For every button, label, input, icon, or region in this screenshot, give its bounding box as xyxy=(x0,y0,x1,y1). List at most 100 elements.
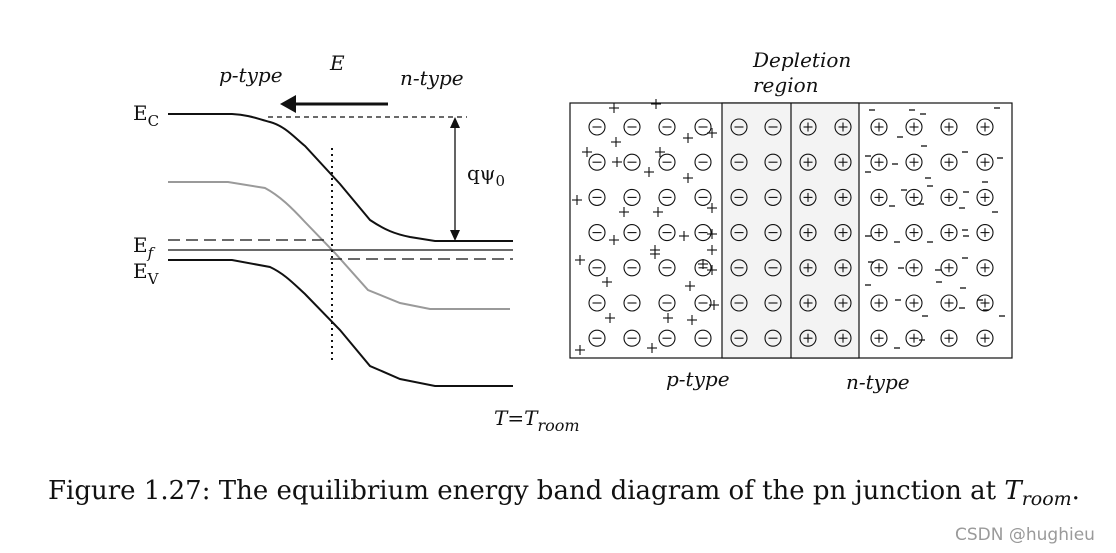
caption-variable: T xyxy=(1004,476,1023,506)
acceptor-ion xyxy=(694,224,712,242)
donor-ion xyxy=(940,329,958,347)
acceptor-ion xyxy=(730,259,748,277)
acceptor-ion xyxy=(730,118,748,136)
hole-carrier xyxy=(709,300,719,310)
donor-ion xyxy=(870,224,888,242)
donor-ion xyxy=(905,329,923,347)
carrier-group xyxy=(572,99,1005,355)
band-diagram: p-type E n-type EC Ef EV qψ0 T=Troom xyxy=(133,51,580,435)
hole-carrier xyxy=(663,313,673,323)
hole-carrier xyxy=(612,157,622,167)
hole-carrier xyxy=(707,265,717,275)
hole-carrier xyxy=(687,315,697,325)
junction-p-type-label: p-type xyxy=(666,367,730,391)
hole-carrier xyxy=(644,167,654,177)
donor-ion xyxy=(799,294,817,312)
hole-carrier xyxy=(655,147,665,157)
acceptor-ion xyxy=(588,224,606,242)
donor-ion xyxy=(834,118,852,136)
donor-ion xyxy=(976,153,994,171)
hole-carrier xyxy=(653,207,663,217)
donor-ion xyxy=(834,188,852,206)
acceptor-ion xyxy=(694,329,712,347)
figure-caption: Figure 1.27: The equilibrium energy band… xyxy=(48,476,1080,510)
acceptor-ion xyxy=(730,188,748,206)
acceptor-ion xyxy=(588,153,606,171)
temperature-label: T=Troom xyxy=(494,406,580,435)
hole-carrier xyxy=(572,195,582,205)
acceptor-ion xyxy=(730,329,748,347)
hole-carrier xyxy=(679,231,689,241)
ev-label: EV xyxy=(133,259,160,288)
hole-carrier xyxy=(619,207,629,217)
donor-ion xyxy=(976,118,994,136)
acceptor-ion xyxy=(623,224,641,242)
donor-ion xyxy=(799,153,817,171)
acceptor-ion xyxy=(764,188,782,206)
hole-carrier xyxy=(707,229,717,239)
ion-group xyxy=(588,118,994,347)
donor-ion xyxy=(976,329,994,347)
donor-ion xyxy=(870,153,888,171)
acceptor-ion xyxy=(694,294,712,312)
hole-carrier xyxy=(651,99,661,109)
acceptor-ion xyxy=(623,153,641,171)
ef-subscript: f xyxy=(147,244,156,262)
donor-ion xyxy=(940,259,958,277)
donor-ion xyxy=(905,224,923,242)
hole-carrier xyxy=(685,281,695,291)
hole-carrier xyxy=(707,128,717,138)
acceptor-ion xyxy=(588,329,606,347)
hole-carrier xyxy=(605,313,615,323)
acceptor-ion xyxy=(623,188,641,206)
acceptor-ion xyxy=(730,294,748,312)
acceptor-ion xyxy=(730,153,748,171)
acceptor-ion xyxy=(694,118,712,136)
donor-ion xyxy=(940,224,958,242)
acceptor-ion xyxy=(658,188,676,206)
band-p-type-label: p-type xyxy=(219,63,283,87)
donor-ion xyxy=(834,153,852,171)
acceptor-ion xyxy=(658,118,676,136)
donor-ion xyxy=(834,294,852,312)
donor-ion xyxy=(870,294,888,312)
depletion-label-line1: Depletion xyxy=(752,48,851,72)
depletion-label-line2: region xyxy=(753,73,819,97)
field-label: E xyxy=(329,51,345,75)
donor-ion xyxy=(905,153,923,171)
donor-ion xyxy=(905,118,923,136)
hole-carrier xyxy=(707,203,717,213)
acceptor-ion xyxy=(588,259,606,277)
acceptor-ion xyxy=(623,259,641,277)
field-arrow-head xyxy=(280,95,296,113)
hole-carrier xyxy=(698,259,708,269)
hole-carrier xyxy=(683,133,693,143)
acceptor-ion xyxy=(764,153,782,171)
barrier-label: qψ0 xyxy=(467,161,505,190)
caption-subscript: room xyxy=(1022,488,1072,510)
donor-ion xyxy=(976,188,994,206)
conduction-band-curve xyxy=(168,113,513,242)
hole-carrier xyxy=(575,345,585,355)
acceptor-ion xyxy=(658,259,676,277)
temperature-subscript: room xyxy=(537,416,579,435)
acceptor-ion xyxy=(764,224,782,242)
barrier-arrow-bottom xyxy=(450,230,460,241)
donor-ion xyxy=(940,294,958,312)
acceptor-ion xyxy=(588,294,606,312)
acceptor-ion xyxy=(623,294,641,312)
donor-ion xyxy=(870,188,888,206)
hole-carrier xyxy=(707,245,717,255)
donor-ion xyxy=(940,153,958,171)
caption-suffix: . xyxy=(1072,476,1080,506)
acceptor-ion xyxy=(730,224,748,242)
acceptor-ion xyxy=(694,153,712,171)
donor-ion xyxy=(870,329,888,347)
acceptor-ion xyxy=(694,188,712,206)
junction-diagram: Depletion region p-type n-type xyxy=(569,48,1013,394)
acceptor-ion xyxy=(658,329,676,347)
barrier-subscript: 0 xyxy=(496,172,506,190)
donor-ion xyxy=(834,259,852,277)
acceptor-ion xyxy=(588,118,606,136)
acceptor-ion xyxy=(623,329,641,347)
